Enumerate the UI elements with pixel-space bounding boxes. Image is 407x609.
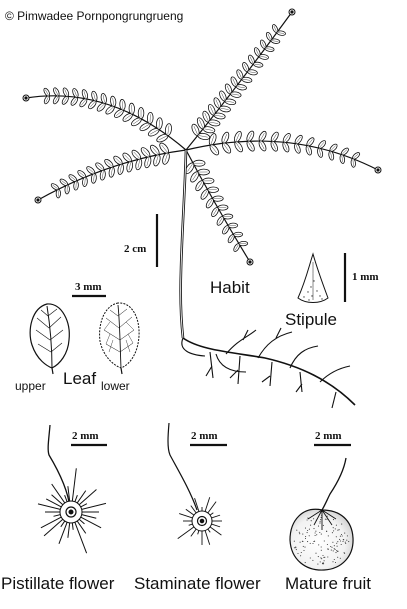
habit-scale-label: 2 cm — [124, 243, 147, 255]
pistillate-scale-label: 2 mm — [72, 430, 99, 442]
mature-fruit-label: Mature fruit — [285, 574, 371, 593]
habit-leaf-branches — [22, 8, 382, 266]
leaf-upper-drawing — [29, 303, 70, 375]
habit-stem-inner — [180, 149, 187, 339]
habit-roots — [181, 327, 356, 409]
leaf-label: Leaf — [63, 369, 97, 388]
staminate-flower-label: Staminate flower — [134, 574, 261, 593]
leaf-lower-drawing — [99, 302, 140, 375]
stipule-scale-label: 1 mm — [352, 271, 379, 283]
staminate-flower-drawing — [167, 422, 222, 545]
habit-label: Habit — [210, 278, 250, 297]
pistillate-flower-label: Pistillate flower — [1, 574, 115, 593]
mature-fruit-drawing — [289, 457, 354, 571]
pistillate-flower-drawing — [37, 424, 107, 554]
leaf-upper-label: upper — [15, 379, 46, 393]
copyright-notice: © Pimwadee Pornpongrungrueng — [5, 9, 184, 23]
scale-bars — [71, 214, 351, 447]
staminate-scale-label: 2 mm — [191, 430, 218, 442]
leaf-lower-label: lower — [101, 379, 130, 393]
stipule-drawing — [297, 252, 329, 303]
leaf-scale-label: 3 mm — [75, 281, 102, 293]
fruit-scale-label: 2 mm — [315, 430, 342, 442]
stipule-label: Stipule — [285, 310, 337, 329]
